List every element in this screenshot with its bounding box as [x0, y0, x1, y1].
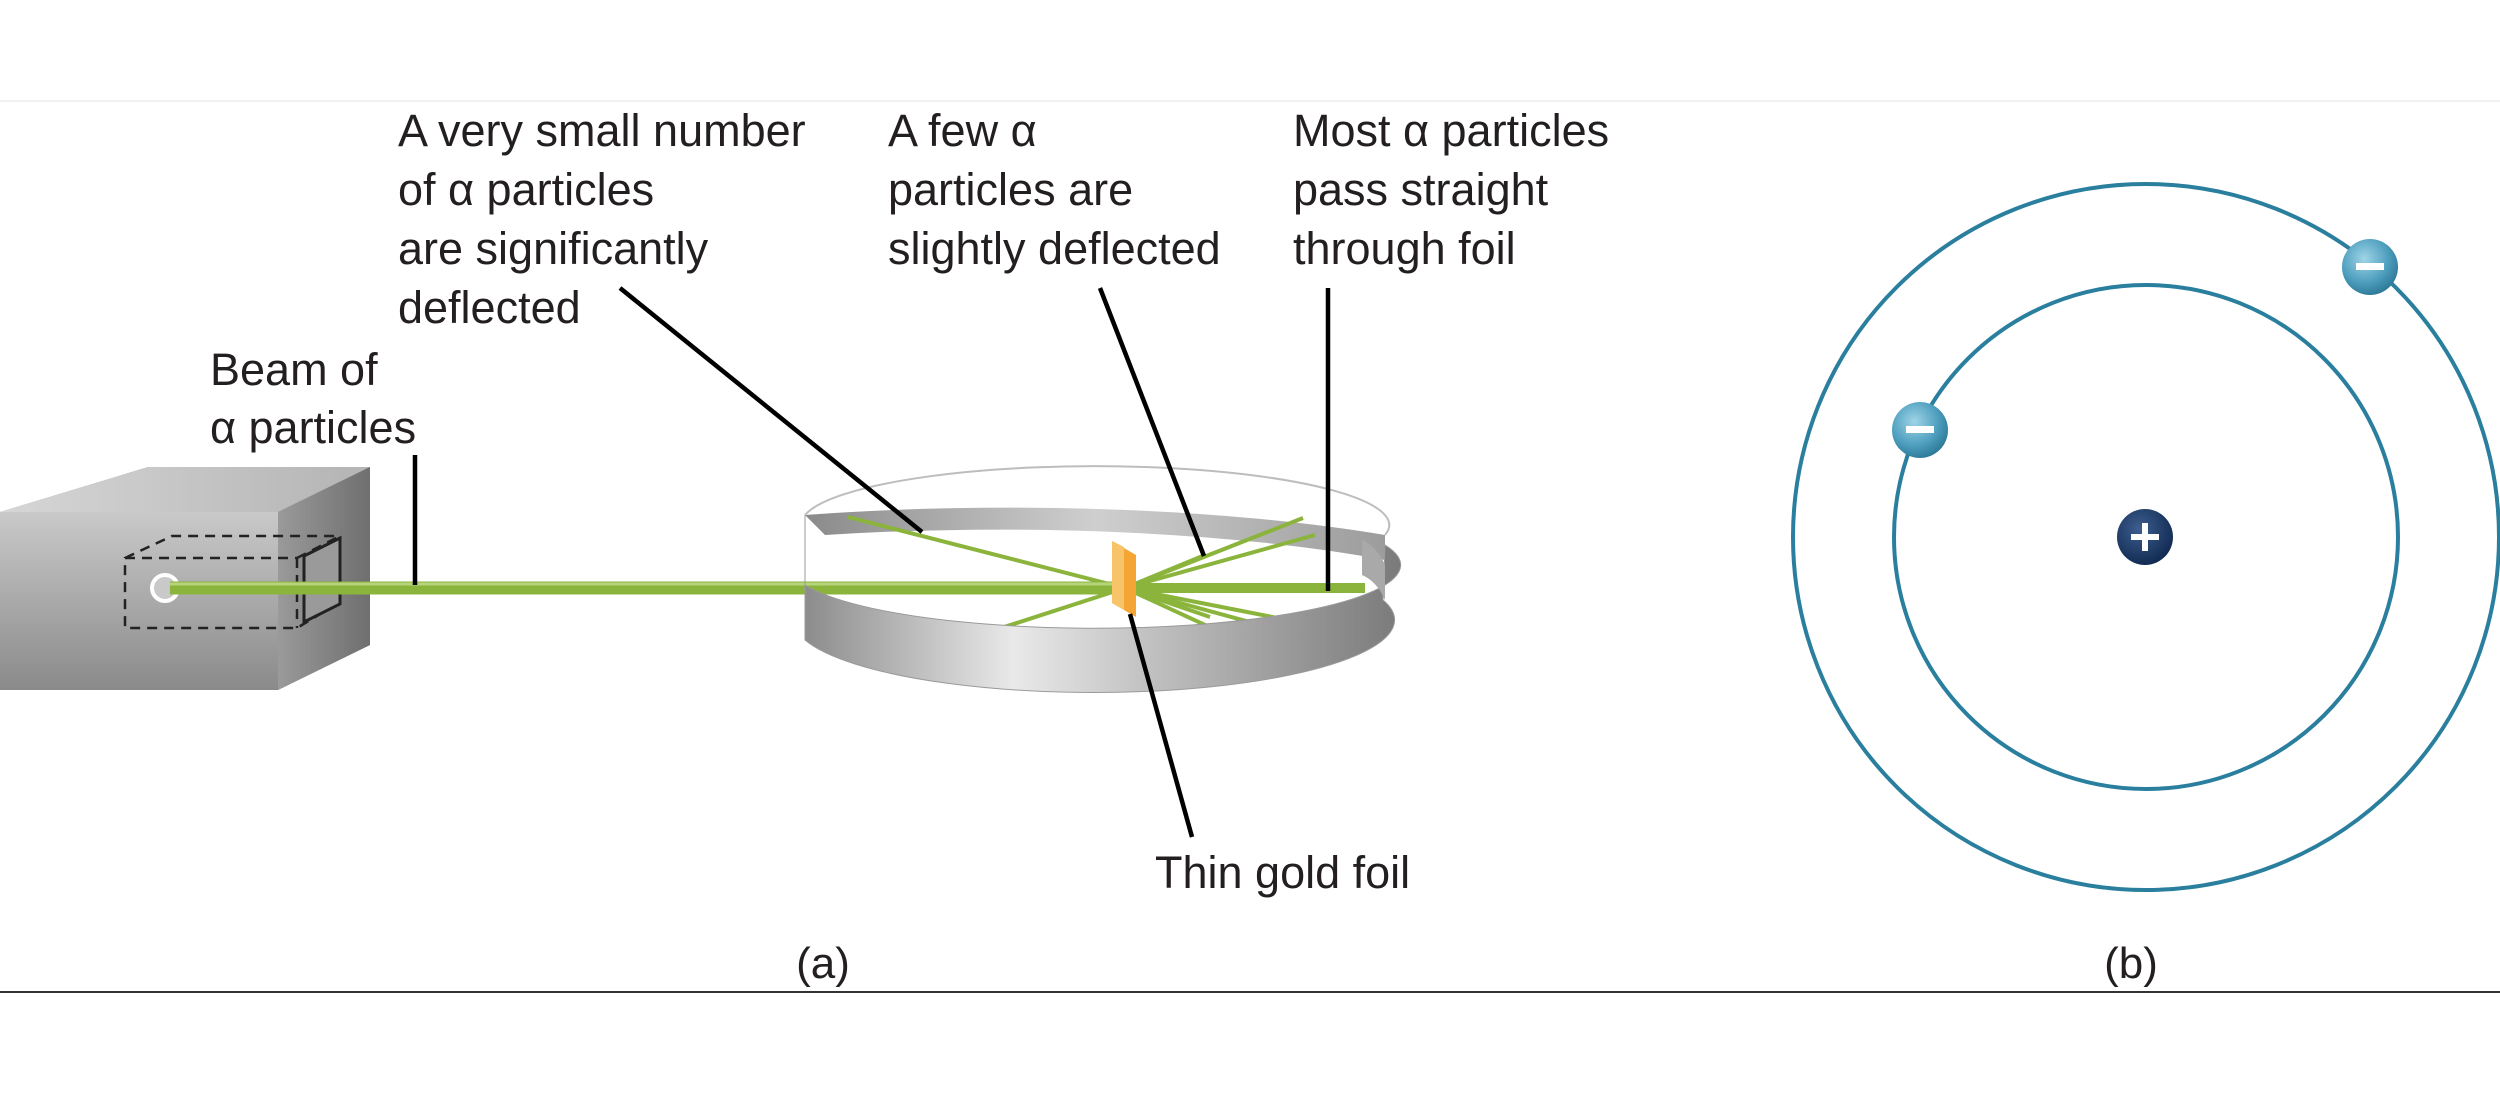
leader-slight	[1097, 287, 1207, 557]
label-thin-gold-foil: Thin gold foil	[1155, 847, 1410, 898]
label-slight-3: slightly deflected	[888, 223, 1221, 274]
panel-b: (b)	[1791, 182, 2500, 988]
leader-significant	[618, 286, 924, 534]
leader-lines	[412, 286, 1331, 838]
alpha-beam	[170, 581, 1365, 595]
label-significant-3: are significantly	[398, 223, 709, 274]
panel-a: Beam of α particles A very small number …	[0, 105, 1609, 988]
leader-foil	[1127, 613, 1195, 838]
path-significant-back	[847, 515, 1126, 590]
label-slight-1: A few α	[888, 105, 1037, 156]
detector-ring-back	[804, 465, 1391, 560]
caption-b: (b)	[2104, 939, 2158, 988]
electron-icon-outer	[2342, 239, 2398, 295]
label-slight-2: particles are	[888, 164, 1133, 215]
label-significant-4: deflected	[398, 282, 581, 333]
caption-a: (a)	[796, 939, 850, 988]
label-straight-1: Most α particles	[1293, 105, 1609, 156]
label-significant-2: of α particles	[398, 164, 654, 215]
nucleus-icon	[2117, 509, 2173, 565]
gold-foil	[1112, 541, 1136, 617]
label-straight-2: pass straight	[1293, 164, 1549, 215]
label-beam-1: Beam of	[210, 344, 378, 395]
detector-ring-front	[804, 515, 1402, 694]
inner-orbit	[1892, 283, 2400, 791]
label-straight-3: through foil	[1293, 223, 1516, 274]
label-significant-1: A very small number	[398, 105, 806, 156]
electron-icon-inner	[1892, 402, 1948, 458]
alpha-source-box	[0, 467, 370, 690]
outer-orbit	[1791, 182, 2500, 892]
label-beam-2: α particles	[210, 402, 416, 453]
